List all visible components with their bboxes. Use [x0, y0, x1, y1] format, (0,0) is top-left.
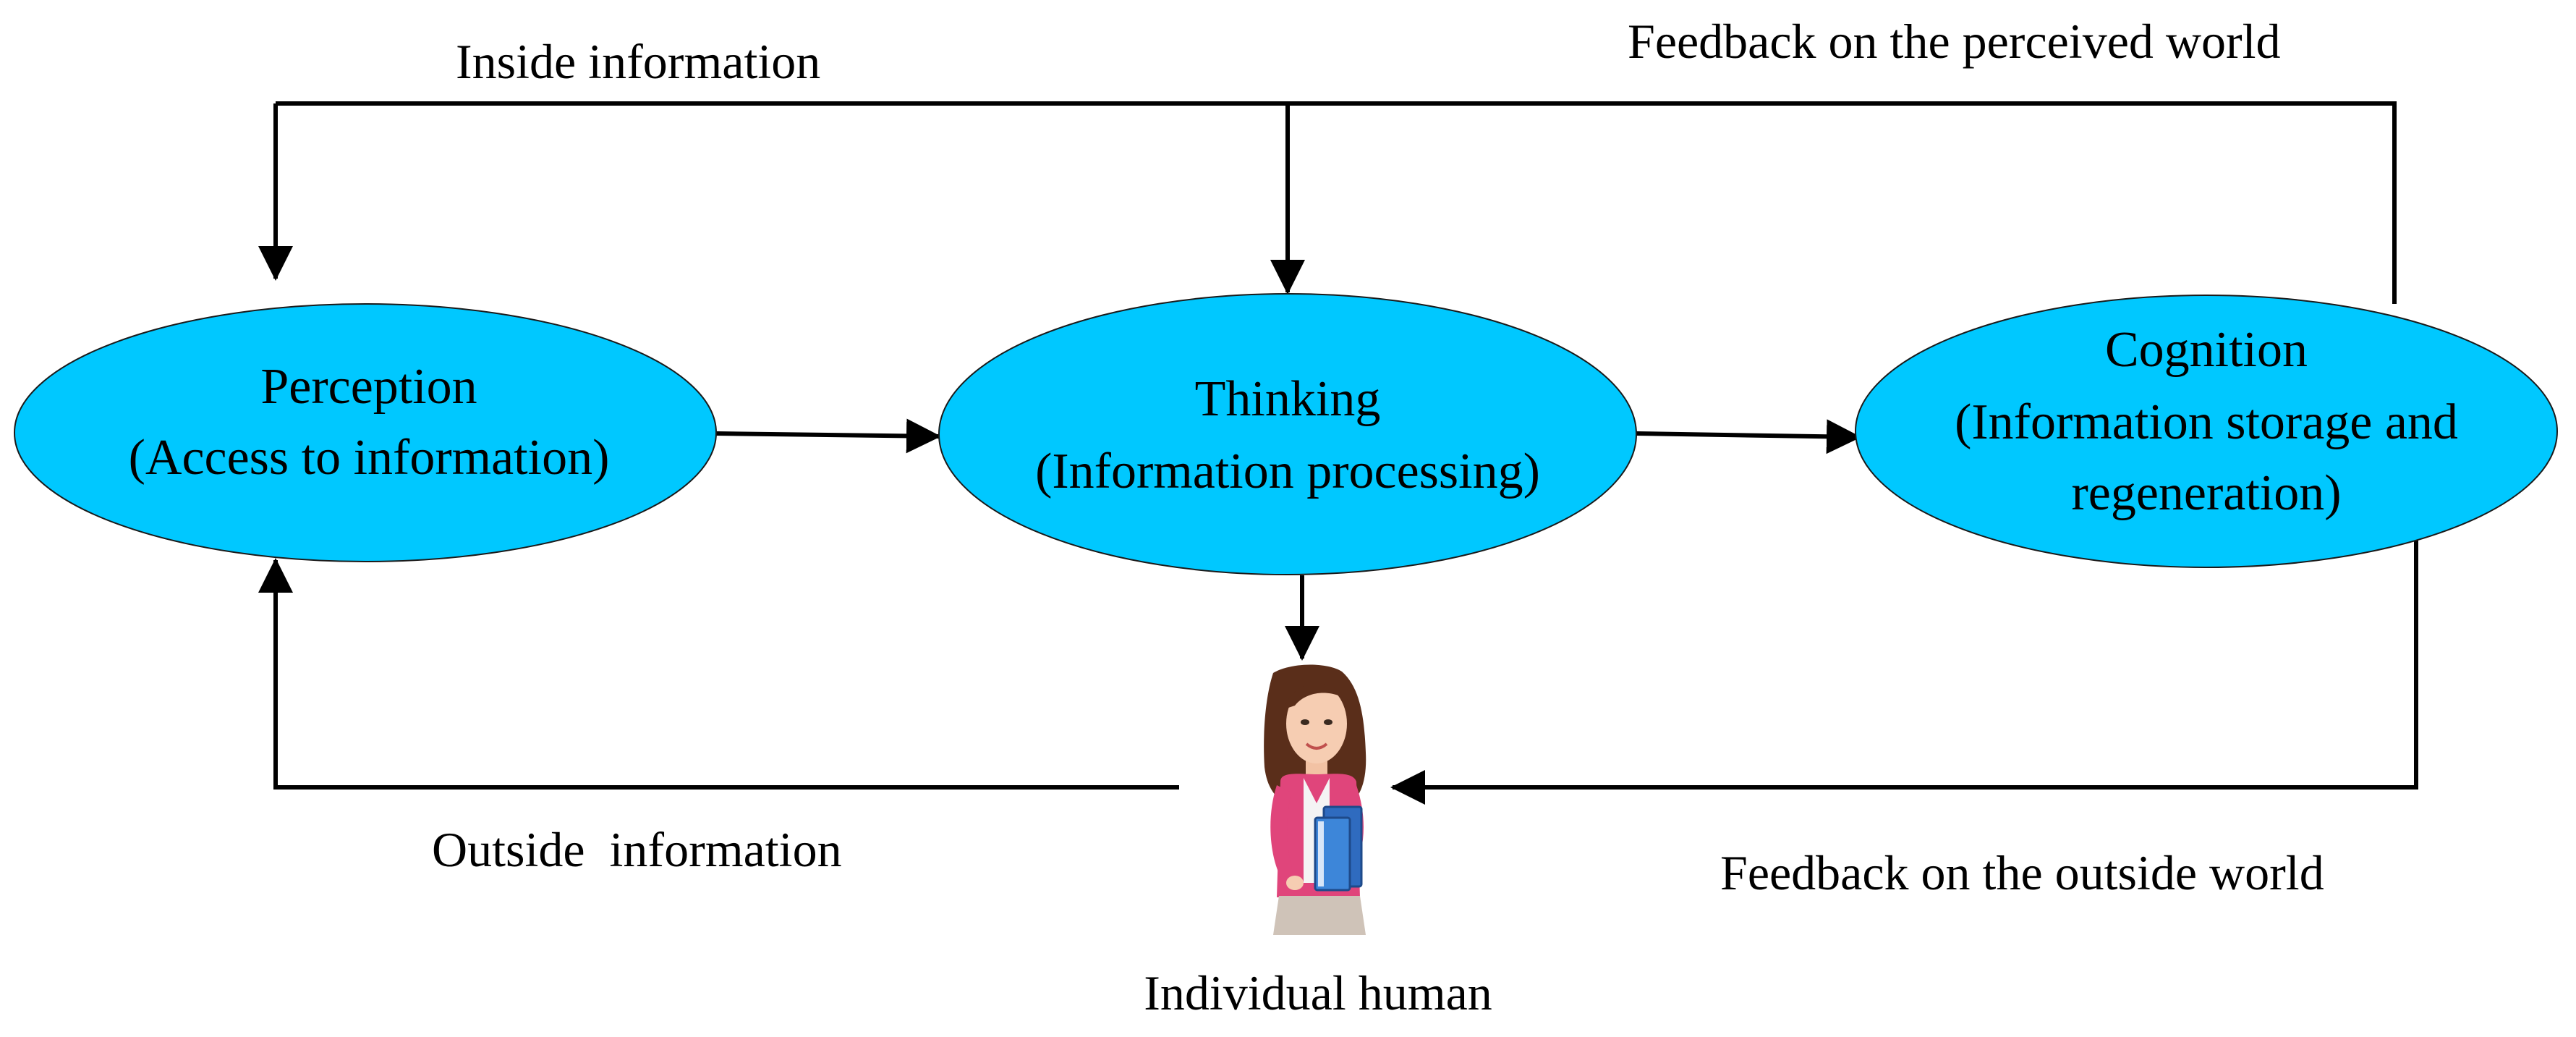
cognition-subtitle-line2: regeneration) [2071, 465, 2341, 521]
inside-information-label: Inside information [456, 34, 820, 89]
outside-information-label: Outside information [432, 822, 842, 877]
arrow-perception-to-thinking [715, 418, 941, 454]
node-thinking: Thinking (Information processing) [938, 293, 1637, 575]
feedback-outside-label: Feedback on the outside world [1720, 845, 2324, 900]
thinking-subtitle: (Information processing) [1035, 444, 1540, 499]
cognition-ellipse [1855, 295, 2558, 568]
individual-human-label: Individual human [1144, 965, 1492, 1020]
feedback-perceived-label: Feedback on the perceived world [1628, 14, 2281, 69]
node-cognition: Cognition (Information storage and regen… [1855, 295, 2558, 568]
cognition-subtitle-line1: (Information storage and [1955, 394, 2458, 450]
cognition-title: Cognition [2105, 322, 2308, 378]
arrow-thinking-to-cognition [1636, 419, 1861, 454]
feedback-perceived-line [276, 101, 2397, 304]
perception-ellipse [14, 303, 717, 562]
perception-title: Perception [260, 359, 477, 415]
outside-info-line [258, 558, 1179, 790]
thinking-title: Thinking [1195, 371, 1381, 427]
connectors [258, 101, 2418, 805]
feedback-outside-line [1390, 536, 2418, 805]
thinking-ellipse [938, 293, 1637, 575]
woman-student-icon [1264, 664, 1366, 935]
perception-subtitle: (Access to information) [129, 430, 610, 486]
node-perception: Perception (Access to information) [14, 303, 717, 562]
